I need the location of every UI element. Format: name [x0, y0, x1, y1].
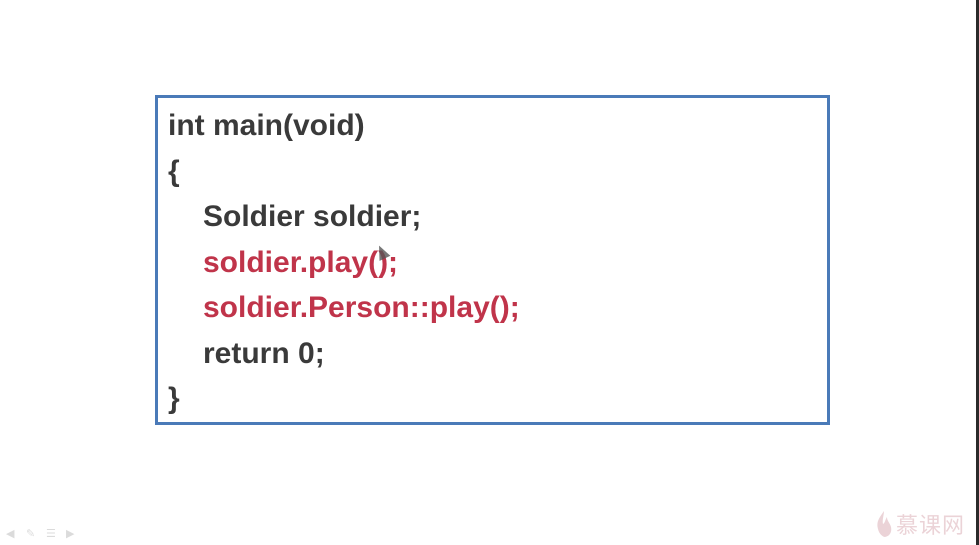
code-line-return: return 0;: [203, 337, 325, 370]
code-line-play-call: soldier.play();: [203, 246, 399, 279]
logo-text: 慕课网: [895, 514, 965, 539]
code-line-close-brace: }: [168, 382, 180, 415]
window-right-edge: [976, 0, 979, 545]
imooc-logo: 慕课网: [875, 508, 965, 540]
code-line-main-signature: int main(void): [168, 109, 365, 142]
pen-icon[interactable]: ✎: [26, 527, 36, 540]
code-line-person-play-call: soldier.Person::play();: [203, 291, 520, 324]
code-line-declaration: Soldier soldier;: [203, 200, 422, 233]
code-box: int main(void) { Soldier soldier; soldie…: [155, 95, 830, 425]
flame-icon: [877, 511, 892, 537]
slide-controls: ◀ ✎ ☰ ▶: [6, 527, 78, 540]
menu-icon[interactable]: ☰: [46, 527, 56, 540]
code-line-open-brace: {: [168, 155, 180, 188]
back-arrow-icon[interactable]: ◀: [6, 527, 15, 540]
forward-arrow-icon[interactable]: ▶: [66, 527, 75, 540]
